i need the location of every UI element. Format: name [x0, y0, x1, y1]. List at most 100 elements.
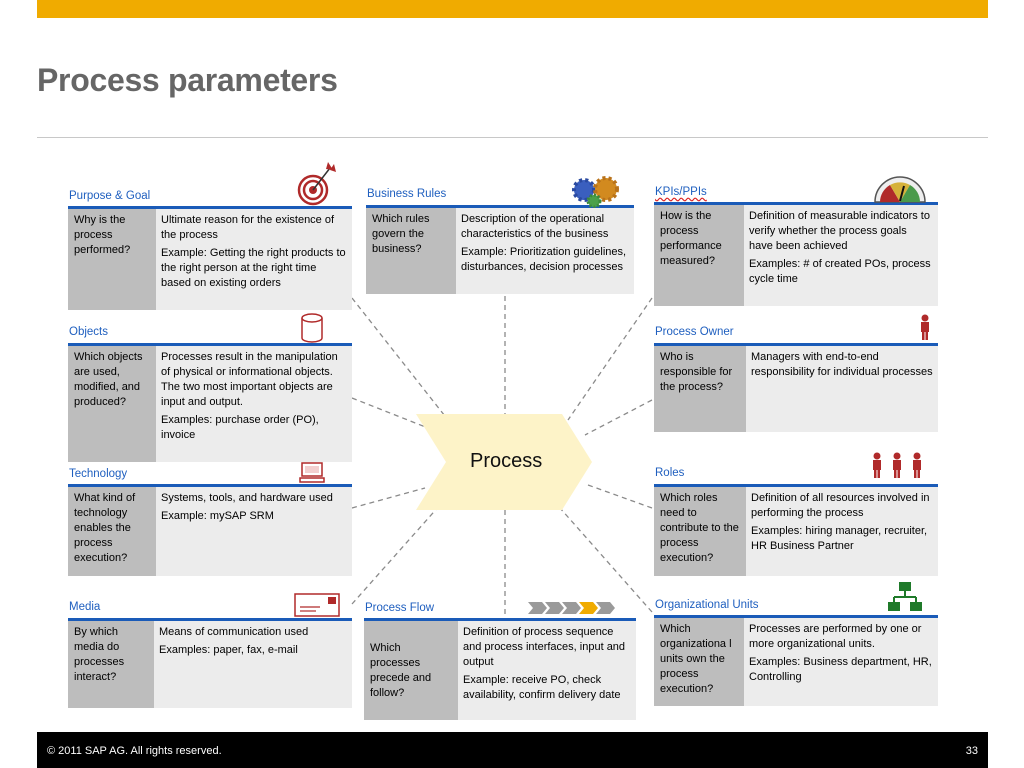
answer-line: Means of communication used	[159, 626, 309, 638]
card-question: Why is the process performed?	[68, 209, 156, 310]
card-body: How is the process performance measured?…	[654, 205, 938, 306]
answer-line: Systems, tools, and hardware used	[161, 492, 333, 504]
card-kpis: KPIs/PPIs How is the process performance…	[654, 172, 938, 306]
card-rule	[654, 615, 938, 618]
gears-icon	[572, 176, 619, 208]
card-title: Objects	[69, 326, 108, 338]
card-process-flow: Process Flow Which processes precede and…	[364, 598, 636, 720]
process-shape	[416, 414, 592, 510]
card-answer: Managers with end-to-end responsibility …	[746, 346, 938, 432]
card-question: Which rules govern the business?	[366, 208, 456, 294]
card-answer: Means of communication used Examples: pa…	[154, 621, 352, 708]
card-title: Process Flow	[365, 602, 435, 614]
card-question: Which organizationa l units own the proc…	[654, 618, 744, 706]
card-rule	[654, 202, 938, 205]
card-title: Business Rules	[367, 188, 447, 200]
card-rule	[68, 618, 352, 621]
envelope-icon	[294, 593, 340, 617]
card-title: Process Owner	[655, 326, 734, 338]
copyright-text: © 2011 SAP AG. All rights reserved.	[47, 745, 222, 757]
card-body: Which roles need to contribute to the pr…	[654, 487, 938, 576]
person-icon	[921, 314, 929, 340]
card-title: Media	[69, 601, 101, 613]
answer-line: Examples: paper, fax, e-mail	[159, 644, 298, 656]
card-title: Technology	[69, 468, 128, 480]
card-question: How is the process performance measured?	[654, 205, 744, 306]
card-question: Which processes precede and follow?	[364, 621, 458, 720]
answer-line: Processes are performed by one or more o…	[749, 623, 922, 650]
card-answer: Definition of process sequence and proce…	[458, 621, 636, 720]
card-technology: Technology What kind of technology enabl…	[68, 462, 352, 576]
card-objects: Objects Which objects are used, modified…	[68, 312, 352, 462]
card-rule	[68, 484, 352, 487]
connector-owner	[584, 399, 653, 436]
answer-line: Examples: Business department, HR, Contr…	[749, 656, 932, 683]
title-divider	[37, 137, 988, 138]
answer-line: Description of the operational character…	[461, 213, 609, 240]
card-question: Who is responsible for the process?	[654, 346, 746, 432]
connector-purpose	[351, 297, 453, 426]
connector-technology	[351, 487, 426, 509]
card-organizational-units: Organizational Units Which organizationa…	[654, 580, 938, 706]
card-purpose-goal: Purpose & Goal Why is the process perfor…	[68, 160, 352, 310]
card-process-owner: Process Owner Who is responsible for the…	[654, 312, 938, 432]
org-chart-icon	[888, 582, 922, 611]
answer-line: Example: Prioritization guidelines, dist…	[461, 246, 627, 273]
card-answer: Definition of all resources involved in …	[746, 487, 938, 576]
answer-line: Example: receive PO, check availability,…	[463, 674, 621, 701]
card-answer: Ultimate reason for the existence of the…	[156, 209, 352, 310]
card-rule	[654, 484, 938, 487]
connector-roles	[587, 484, 653, 509]
answer-line: Definition of measurable indicators to v…	[749, 210, 930, 252]
card-question: Which objects are used, modified, and pr…	[68, 346, 156, 462]
card-roles: Roles Which roles need to contribute to …	[654, 452, 938, 576]
card-rule	[68, 206, 352, 209]
card-body: Which rules govern the business? Descrip…	[366, 208, 634, 294]
answer-line: Processes result in the manipulation of …	[161, 351, 338, 408]
connector-org	[559, 507, 653, 613]
card-question: Which roles need to contribute to the pr…	[654, 487, 746, 576]
card-answer: Description of the operational character…	[456, 208, 634, 294]
card-title: Organizational Units	[655, 599, 759, 611]
accent-bar	[37, 0, 988, 18]
slide-title: Process parameters	[37, 62, 338, 98]
card-answer: Processes result in the manipulation of …	[156, 346, 352, 462]
target-icon	[297, 162, 336, 206]
process-label: Process	[470, 450, 543, 472]
card-body: Which objects are used, modified, and pr…	[68, 346, 352, 462]
page-number: 33	[965, 745, 978, 757]
card-media: Media By which media do processes intera…	[68, 592, 352, 708]
card-body: Who is responsible for the process? Mana…	[654, 346, 938, 432]
card-title: Roles	[655, 467, 685, 479]
cylinder-icon	[301, 313, 323, 343]
computer-icon	[299, 462, 325, 483]
card-rule	[364, 618, 636, 621]
card-rule	[654, 343, 938, 346]
answer-line: Examples: purchase order (PO), invoice	[161, 414, 319, 441]
card-question: What kind of technology enables the proc…	[68, 487, 156, 576]
chevron-flow-icon	[528, 602, 615, 614]
footer-bar: © 2011 SAP AG. All rights reserved. 33	[37, 732, 988, 768]
card-body: What kind of technology enables the proc…	[68, 487, 352, 576]
answer-line: Managers with end-to-end responsibility …	[751, 351, 933, 378]
connector-kpis	[567, 297, 653, 421]
card-rule	[366, 205, 634, 208]
answer-line: Examples: hiring manager, recruiter, HR …	[751, 525, 928, 552]
card-rule	[68, 343, 352, 346]
answer-line: Definition of all resources involved in …	[751, 492, 930, 519]
answer-line: Example: Getting the right products to t…	[161, 247, 346, 289]
card-answer: Processes are performed by one or more o…	[744, 618, 938, 706]
gauge-icon	[874, 176, 926, 203]
answer-line: Ultimate reason for the existence of the…	[161, 214, 335, 241]
answer-line: Example: mySAP SRM	[161, 510, 274, 522]
card-body: Which processes precede and follow? Defi…	[364, 621, 636, 720]
card-title: Purpose & Goal	[69, 190, 151, 202]
card-answer: Definition of measurable indicators to v…	[744, 205, 938, 306]
card-body: Why is the process performed? Ultimate r…	[68, 209, 352, 310]
card-answer: Systems, tools, and hardware used Exampl…	[156, 487, 352, 576]
connector-objects	[351, 397, 429, 429]
card-body: By which media do processes interact? Me…	[68, 621, 352, 708]
connector-media	[351, 504, 441, 605]
card-question: By which media do processes interact?	[68, 621, 154, 708]
